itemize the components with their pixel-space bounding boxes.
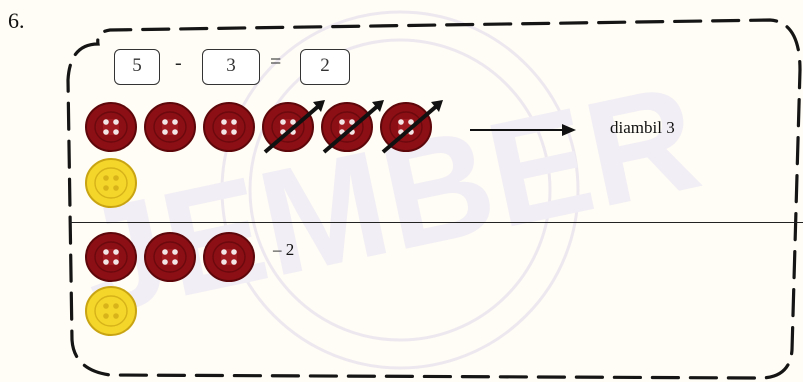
minus-sign: -	[175, 52, 182, 74]
red-button	[203, 232, 255, 282]
arrow-icon	[470, 124, 576, 136]
red-button-crossed	[321, 100, 384, 154]
yellow-button	[85, 158, 137, 208]
remainder-label: – 2	[273, 240, 295, 259]
equals-sign: =	[270, 51, 282, 73]
yellow-button	[85, 286, 137, 336]
result-box: 2	[300, 49, 350, 85]
red-button	[203, 102, 255, 152]
taken-away-label: diambil 3	[610, 118, 675, 137]
red-button	[85, 102, 137, 152]
question-number: 6.	[8, 8, 25, 33]
red-button	[144, 232, 196, 282]
red-button	[144, 102, 196, 152]
red-button	[85, 232, 137, 282]
divider-line	[70, 222, 803, 223]
red-button-crossed	[262, 100, 325, 154]
red-button-crossed	[380, 100, 443, 154]
subtrahend-box: 3	[202, 49, 260, 85]
minuend-box: 5	[114, 49, 160, 85]
